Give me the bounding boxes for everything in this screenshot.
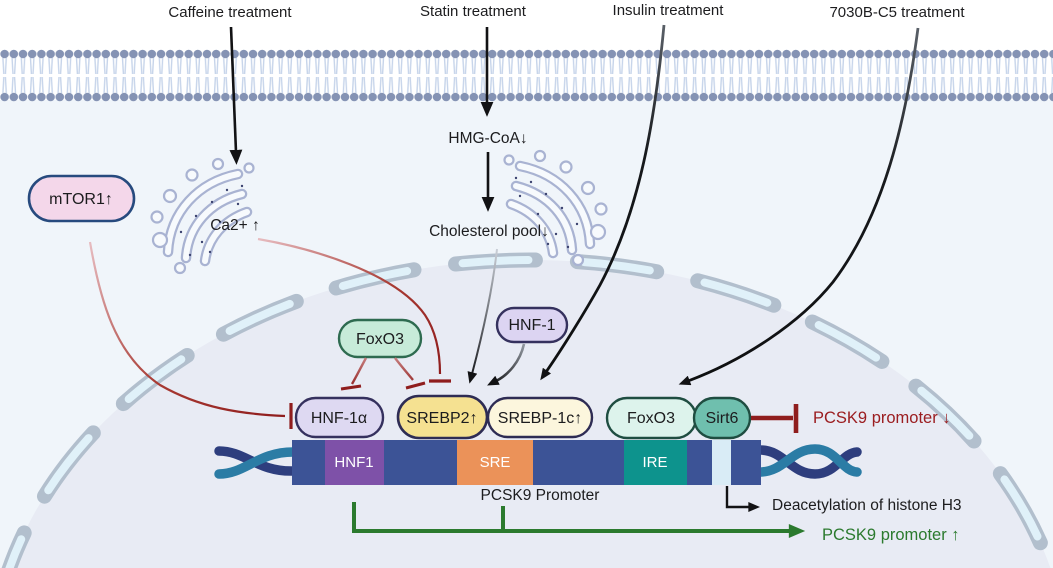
insulin-treatment-label: Insulin treatment bbox=[613, 2, 725, 19]
nuclear-envelope-fill bbox=[5, 256, 1053, 568]
foxo3-lower-node: FoxO3 bbox=[605, 396, 698, 440]
srebp1c-node: SREBP-1c↑ bbox=[486, 396, 594, 439]
pcsk9-promoter-down-label: PCSK9 promoter ↓ bbox=[813, 409, 951, 427]
deacetylation-label: Deacetylation of histone H3 bbox=[772, 497, 962, 514]
ire-site-label: IRE bbox=[642, 454, 667, 471]
hnf1a-label: HNF-1α bbox=[311, 410, 367, 427]
deacetylation-arrow bbox=[725, 486, 760, 512]
pcsk9-promoter-up-label: PCSK9 promoter ↑ bbox=[822, 526, 960, 544]
sre-site bbox=[457, 440, 533, 485]
deacetylated-site bbox=[712, 440, 731, 485]
ire-site bbox=[624, 440, 687, 485]
foxo3-inhibition-hnf1a bbox=[340, 357, 368, 391]
cell-membrane bbox=[0, 49, 1053, 102]
hnf1-upper-label: HNF-1 bbox=[508, 317, 555, 334]
sirt6-inhibition bbox=[751, 404, 799, 433]
mtor1-node: mTOR1↑ bbox=[27, 174, 136, 223]
hnf1-to-srebp2-arrow bbox=[487, 343, 526, 386]
caffeine-treatment-label: Caffeine treatment bbox=[168, 4, 292, 21]
foxo3-lower-label: FoxO3 bbox=[627, 410, 675, 427]
cholesterol-pool-label: Cholesterol pool↓ bbox=[429, 223, 549, 240]
srebp2-label: SREBP2↑ bbox=[406, 410, 477, 427]
promoter-bar: HNF1 SRE IRE bbox=[292, 440, 761, 485]
dna-helix-left bbox=[214, 446, 298, 479]
mtor1-inhibition bbox=[88, 241, 293, 429]
srebp2-node: SREBP2↑ bbox=[396, 394, 489, 440]
compound-arrow bbox=[678, 27, 920, 386]
foxo3-inhibition-srebp2 bbox=[394, 357, 426, 390]
srebp1c-label: SREBP-1c↑ bbox=[498, 410, 582, 427]
sirt6-label: Sirt6 bbox=[706, 410, 739, 427]
activation-bracket bbox=[352, 502, 806, 538]
hnf1-site bbox=[325, 440, 384, 485]
sirt6-node: Sirt6 bbox=[692, 396, 752, 440]
calcium-inhibition bbox=[257, 237, 451, 383]
hnf1a-node: HNF-1α bbox=[294, 396, 385, 439]
cholesterol-to-srebp2-arrow bbox=[467, 248, 498, 384]
hnf1-site-label: HNF1 bbox=[334, 454, 373, 471]
foxo3-upper-node: FoxO3 bbox=[337, 318, 423, 359]
compound-treatment-label: 7030B-C5 treatment bbox=[829, 4, 965, 21]
dna-helix-right bbox=[755, 444, 862, 479]
sre-site-label: SRE bbox=[480, 454, 511, 471]
mtor1-label: mTOR1↑ bbox=[49, 191, 113, 208]
calcium-label: Ca2+ ↑ bbox=[210, 217, 260, 234]
caffeine-arrow bbox=[229, 26, 243, 165]
hmgcoa-label: HMG-CoA↓ bbox=[448, 130, 527, 147]
foxo3-upper-label: FoxO3 bbox=[356, 331, 404, 348]
promoter-caption: PCSK9 Promoter bbox=[481, 487, 600, 504]
statin-treatment-label: Statin treatment bbox=[420, 3, 527, 20]
insulin-arrow bbox=[540, 24, 666, 381]
hnf1-upper-node: HNF-1 bbox=[495, 306, 569, 344]
